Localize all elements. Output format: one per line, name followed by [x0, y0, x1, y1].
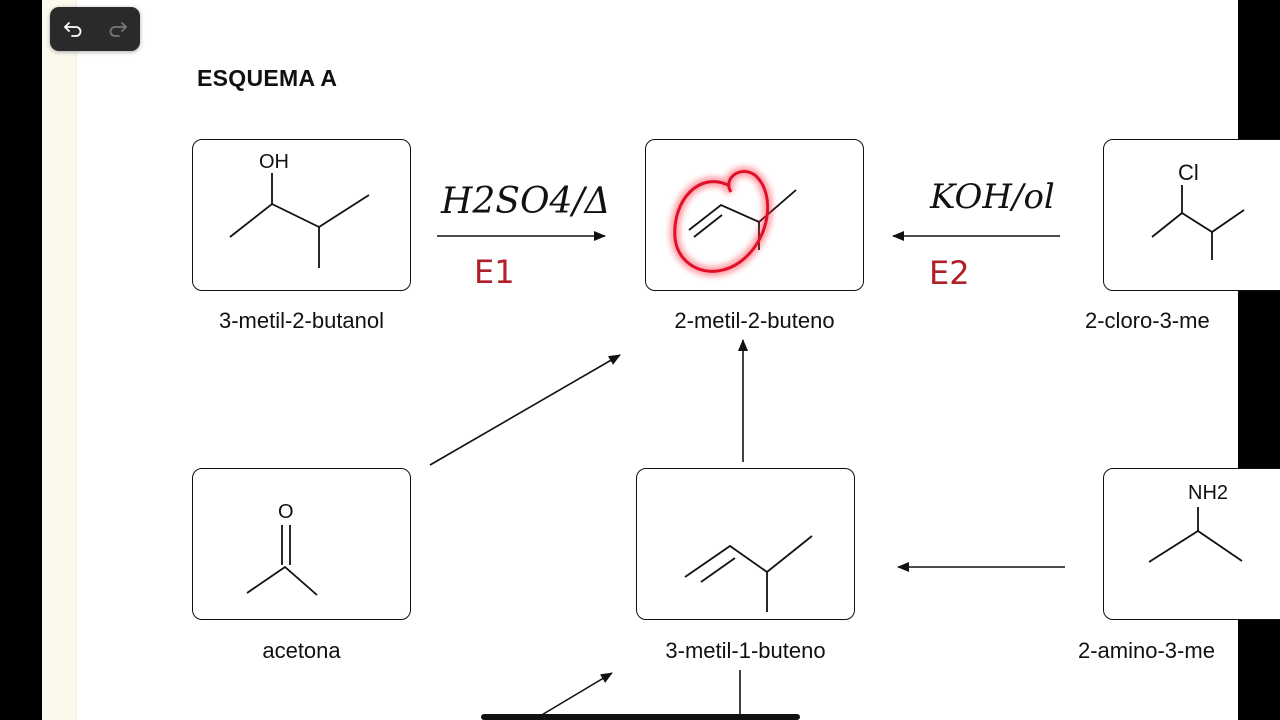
- compound-name-top-right: 2-cloro-3-me: [1085, 308, 1210, 333]
- compound-name-top-left: 3-metil-2-butanol: [218, 308, 385, 333]
- redo-arrow-icon: [109, 22, 127, 37]
- compound-name-bottom-center: 3-metil-1-buteno: [665, 638, 826, 663]
- compound-box-3-metil-1-buteno: [636, 468, 855, 620]
- carbonyl-oxygen-label: O: [278, 501, 294, 523]
- skeletal-structure: [688, 189, 797, 250]
- compound-name-bottom-right: 2-amino-3-me: [1078, 638, 1215, 663]
- compound-box-2-metil-2-buteno: [645, 139, 864, 291]
- skeletal-structure: OH: [229, 151, 370, 268]
- page-margin: [42, 0, 77, 720]
- chloro-label: Cl: [1178, 160, 1199, 185]
- skeletal-structure: O: [246, 501, 318, 596]
- undo-redo-toolbar: [50, 7, 140, 51]
- horizontal-scrollbar[interactable]: [481, 714, 800, 720]
- undo-arrow-icon: [63, 22, 81, 37]
- amino-label: NH2: [1188, 482, 1228, 504]
- undo-button[interactable]: [50, 7, 95, 51]
- compound-box-acetona: O: [192, 468, 411, 620]
- skeletal-structure: NH2: [1148, 482, 1243, 563]
- skeletal-structure: [684, 535, 813, 612]
- compound-name-bottom-left: acetona: [262, 638, 341, 663]
- compound-box-2-amino: NH2: [1103, 468, 1280, 620]
- scheme-title: ESQUEMA A: [197, 65, 338, 91]
- skeletal-structure: Cl: [1151, 160, 1245, 260]
- hydroxyl-label: OH: [259, 151, 289, 173]
- compound-box-2-cloro: Cl: [1103, 139, 1280, 291]
- compound-box-3-metil-2-butanol: OH: [192, 139, 411, 291]
- compound-name-top-center: 2-metil-2-buteno: [674, 308, 835, 333]
- redo-button[interactable]: [95, 7, 140, 51]
